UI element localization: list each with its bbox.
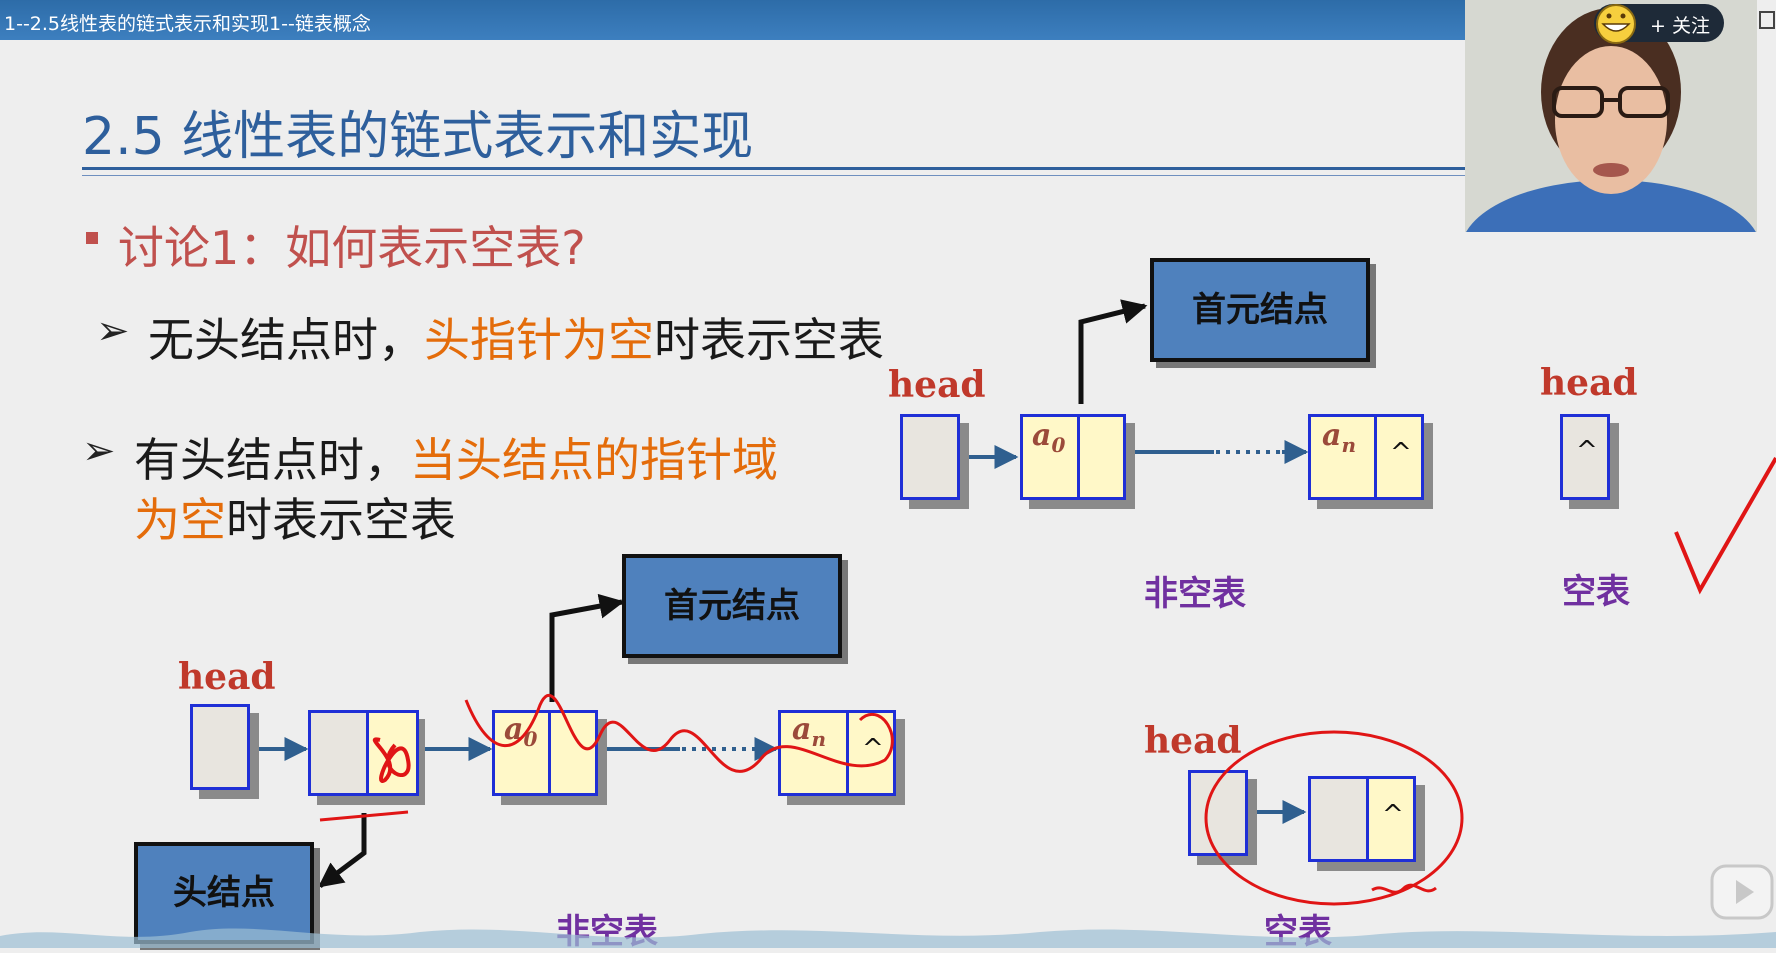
play-icon[interactable] <box>1708 858 1776 926</box>
var-base: a <box>504 712 524 747</box>
decorative-wave <box>0 928 1776 948</box>
var-base: a <box>1322 418 1342 453</box>
node-divider <box>1374 414 1377 500</box>
bullet-square-icon <box>86 232 98 244</box>
discussion-heading: 讨论1：如何表示空表? <box>118 221 586 275</box>
point-2-line-2: 为空时表示空表 <box>134 484 456 550</box>
node-divider <box>846 710 849 796</box>
first-node-arrow <box>1078 299 1148 404</box>
head-label: head <box>888 364 986 406</box>
presenter-image <box>1465 0 1757 232</box>
point-2-tail: 时表示空表 <box>226 493 456 547</box>
red-strikeout <box>464 694 894 773</box>
caption-empty: 空表 <box>1562 572 1630 612</box>
null-pointer: ^ <box>1382 800 1404 830</box>
var-base: a <box>1032 418 1052 453</box>
null-pointer: ^ <box>1390 438 1412 468</box>
head-pointer-cell <box>900 414 960 500</box>
var-sub: 0 <box>1051 433 1066 457</box>
video-title: 1--2.5线性表的链式表示和实现1--链表概念 <box>4 13 371 35</box>
point-2-highlight-2: 为空 <box>134 493 226 547</box>
var-base: a <box>792 712 812 747</box>
point-2-text: 有头结点时， <box>134 433 410 487</box>
head-node-box: 头结点 <box>134 842 314 944</box>
var-sub: n <box>811 727 826 751</box>
title-divider <box>82 167 1465 170</box>
presenter-webcam <box>1465 0 1757 232</box>
head-pointer-cell-empty <box>1560 414 1610 500</box>
title-divider-thin <box>82 175 1465 176</box>
head-node-pointer-field <box>366 710 419 796</box>
arrow-bullet-icon: ➢ <box>82 428 116 474</box>
point-1: 无头结点时，头指针为空时表示空表 <box>148 304 884 370</box>
node-divider <box>1077 414 1080 500</box>
follow-label[interactable]: + 关注 <box>1650 15 1710 37</box>
head-node-pointer-field <box>1366 776 1416 862</box>
arrow-bullet-icon: ➢ <box>96 308 130 354</box>
first-node-box: 首元结点 <box>1150 258 1370 362</box>
dots-icon[interactable] <box>1758 10 1776 30</box>
node-an <box>1308 414 1424 500</box>
node-an-label: an <box>1322 418 1356 457</box>
var-sub: n <box>1341 433 1356 457</box>
head-label: head <box>178 656 276 698</box>
null-pointer: ^ <box>1576 436 1598 466</box>
red-checkmark-icon <box>1674 457 1776 595</box>
red-scribble <box>372 737 411 783</box>
point-2-highlight: 当头结点的指针域 <box>410 433 778 487</box>
slide-title: 2.5 线性表的链式表示和实现 <box>82 107 754 167</box>
point-2-line-1: 有头结点时，当头结点的指针域 <box>134 424 778 490</box>
head-pointer-cell <box>190 704 250 790</box>
node-an <box>778 710 896 796</box>
caption-nonempty: 非空表 <box>1144 574 1246 614</box>
point-1-highlight: 头指针为空 <box>424 313 654 367</box>
null-pointer: ^ <box>862 734 884 764</box>
grin-face-icon <box>1596 4 1636 44</box>
node-a0 <box>1020 414 1126 500</box>
head-label: head <box>1144 720 1242 762</box>
node-a0 <box>492 710 598 796</box>
node-a0-label: a0 <box>1032 418 1065 457</box>
point-1-tail: 时表示空表 <box>654 313 884 367</box>
point-1-text: 无头结点时， <box>148 313 424 367</box>
red-circle <box>1204 730 1464 906</box>
head-node-arrow <box>318 813 367 888</box>
red-underline <box>1371 883 1437 894</box>
node-an-label: an <box>792 712 826 751</box>
node-divider <box>548 710 551 796</box>
head-label: head <box>1540 362 1638 404</box>
red-underline <box>319 810 409 822</box>
first-node-box: 首元结点 <box>622 554 842 658</box>
video-title-bar: 1--2.5线性表的链式表示和实现1--链表概念 <box>0 0 1465 40</box>
first-node-arrow <box>549 593 625 702</box>
